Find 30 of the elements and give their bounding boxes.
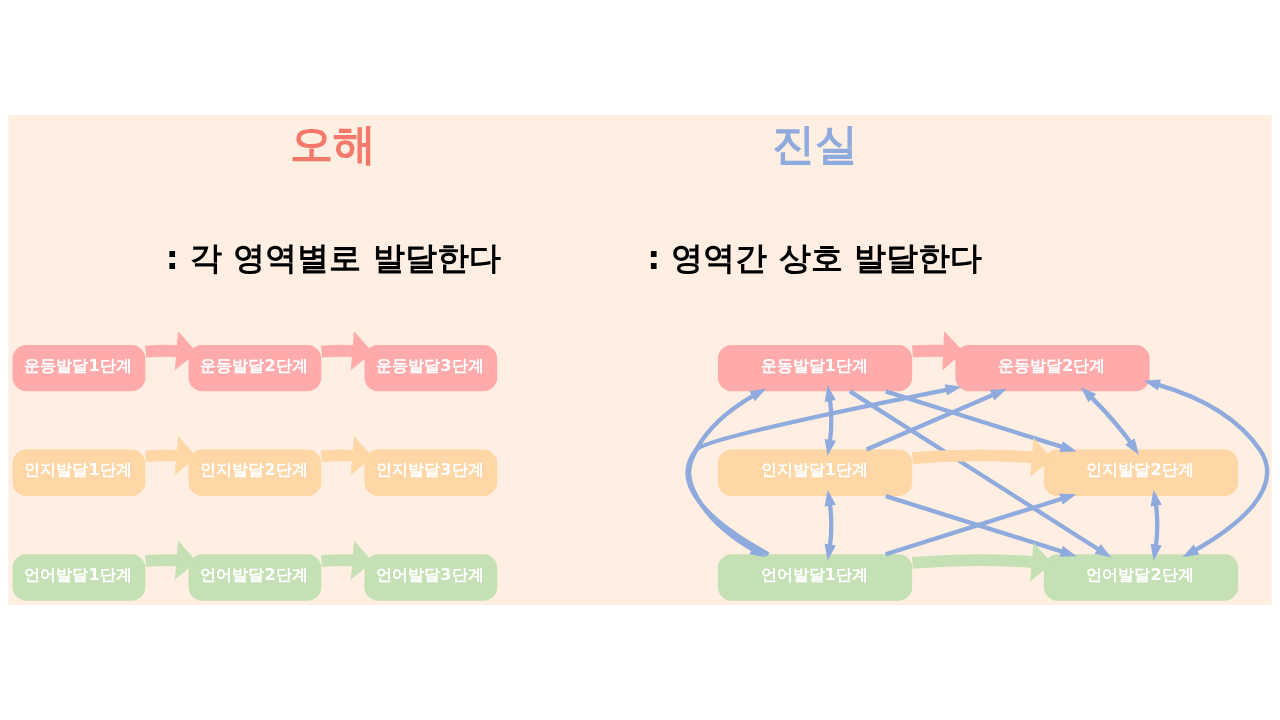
node-box: 운동발달1단계 <box>717 344 913 392</box>
arrow <box>1150 489 1162 561</box>
arrow <box>885 389 1077 452</box>
label: : 각 영역별로 발달한다 <box>165 239 501 278</box>
label: 진실 <box>771 119 858 170</box>
node-box: 언어발달1단계 <box>717 554 913 601</box>
node-box: 운동발달2단계 <box>955 344 1150 392</box>
node-box: 인지발달1단계 <box>12 449 146 496</box>
node-box: 언어발달2단계 <box>188 554 322 601</box>
arrow <box>912 331 964 371</box>
node-box: 운동발달1단계 <box>12 344 146 392</box>
node-box: 인지발달1단계 <box>717 449 913 496</box>
arrow <box>865 388 1007 452</box>
label: 오해 <box>290 119 377 170</box>
node-box: 언어발달1단계 <box>12 554 146 601</box>
arrow <box>848 389 1112 558</box>
node-box: 인지발달3단계 <box>364 449 498 496</box>
arrow <box>1080 386 1140 455</box>
node-box: 인지발달2단계 <box>1043 449 1239 496</box>
arrow <box>145 331 197 371</box>
node-box: 운동발달3단계 <box>364 344 498 392</box>
arrow <box>1143 379 1270 558</box>
arrow <box>824 384 836 456</box>
node-box: 인지발달2단계 <box>188 449 322 496</box>
arrow <box>685 384 962 557</box>
node-box: 운동발달2단계 <box>188 344 322 392</box>
node-box: 언어발달3단계 <box>364 554 498 601</box>
node-box: 언어발달2단계 <box>1043 554 1239 601</box>
arrow <box>824 489 836 561</box>
label: : 영역간 상호 발달한다 <box>647 239 982 278</box>
